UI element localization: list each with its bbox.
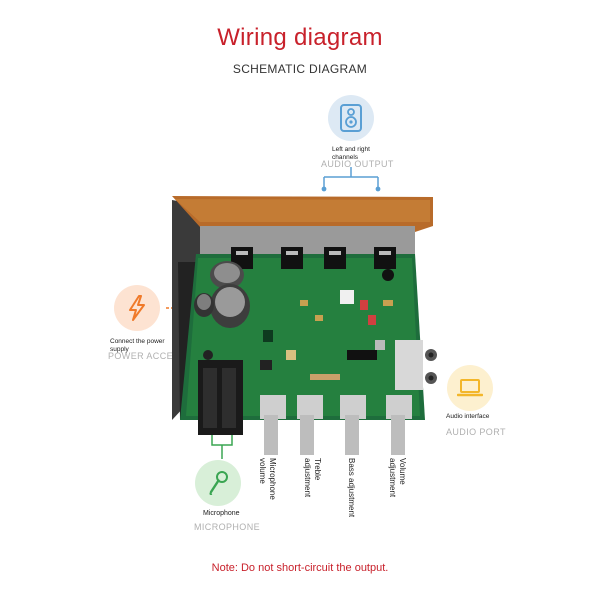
rca-jacks: [395, 340, 437, 390]
power-transistors: [231, 247, 396, 269]
mic-jack-block: [198, 360, 243, 435]
knob-label-treble-adjustment: Treble adjustment: [303, 458, 322, 498]
speaker-icon: [340, 104, 362, 132]
power-access-label: POWER ACCESS: [108, 351, 186, 361]
microphone-label: MICROPHONE: [194, 522, 261, 532]
potentiometers: [260, 395, 412, 455]
audio-port-desc: Audio interface: [446, 413, 490, 420]
mic-connector-line: [211, 435, 233, 446]
power-access-desc: Connect the power supply: [110, 338, 165, 353]
pcb-components: [203, 269, 394, 380]
warning-note: Note: Do not short-circuit the output.: [211, 562, 389, 574]
audio-output-connector: [323, 167, 379, 188]
audio-output-label: AUDIO OUTPUT: [321, 159, 394, 169]
audio-port-label: AUDIO PORT: [446, 427, 506, 437]
page-subtitle: SCHEMATIC DIAGRAM: [232, 62, 368, 76]
power-access-icon-circle: [114, 285, 160, 331]
knob-label-bass-adjustment: Bass adjustment: [347, 458, 356, 518]
electrolytic-capacitors: [194, 261, 250, 328]
audio-output-icon-circle: [328, 95, 374, 141]
output-terminal-right: [375, 186, 381, 192]
microphone-icon-circle: [195, 460, 241, 506]
lightning-icon: [129, 295, 145, 321]
audio-port-icon-circle: [447, 365, 493, 411]
output-terminal-left: [321, 186, 327, 192]
laptop-icon: [457, 379, 483, 397]
knob-label-volume-adjustment: Volume adjustment: [388, 458, 407, 498]
microphone-desc: Microphone: [203, 510, 240, 517]
microphone-icon: [209, 471, 228, 495]
knob-label-microphone-volume: Microphone volume: [258, 458, 277, 500]
audio-output-desc: Left and right channels: [332, 146, 370, 161]
page-title: Wiring diagram: [217, 24, 383, 51]
